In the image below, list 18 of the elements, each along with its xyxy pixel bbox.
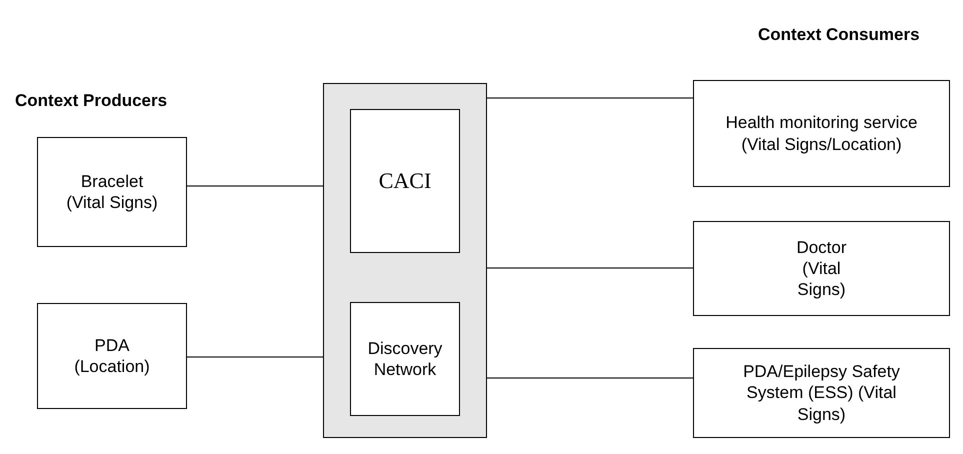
producer-box [37, 303, 187, 409]
node-label: CACI [378, 167, 432, 195]
column-heading: Context Consumers [758, 24, 920, 46]
component-box [350, 109, 460, 253]
consumer-box [693, 80, 950, 187]
node-label: Doctor (Vital Signs) [795, 236, 848, 300]
node-label: Health monitoring service (Vital Signs/Location) [724, 112, 918, 155]
middleware-panel [323, 83, 487, 438]
node-label: PDA (Location) [73, 334, 151, 378]
node-label: PDA/Epilepsy Safety System (ESS) (Vital Signs) [742, 361, 901, 425]
node-label: Discovery Network [366, 338, 444, 380]
component-box [350, 302, 460, 416]
connector-line [186, 356, 324, 358]
producer-box [37, 137, 187, 247]
column-heading: Context Producers [15, 90, 168, 112]
consumer-box [693, 221, 950, 316]
node-label: Bracelet (Vital Signs) [65, 170, 159, 214]
consumer-box [693, 348, 950, 438]
